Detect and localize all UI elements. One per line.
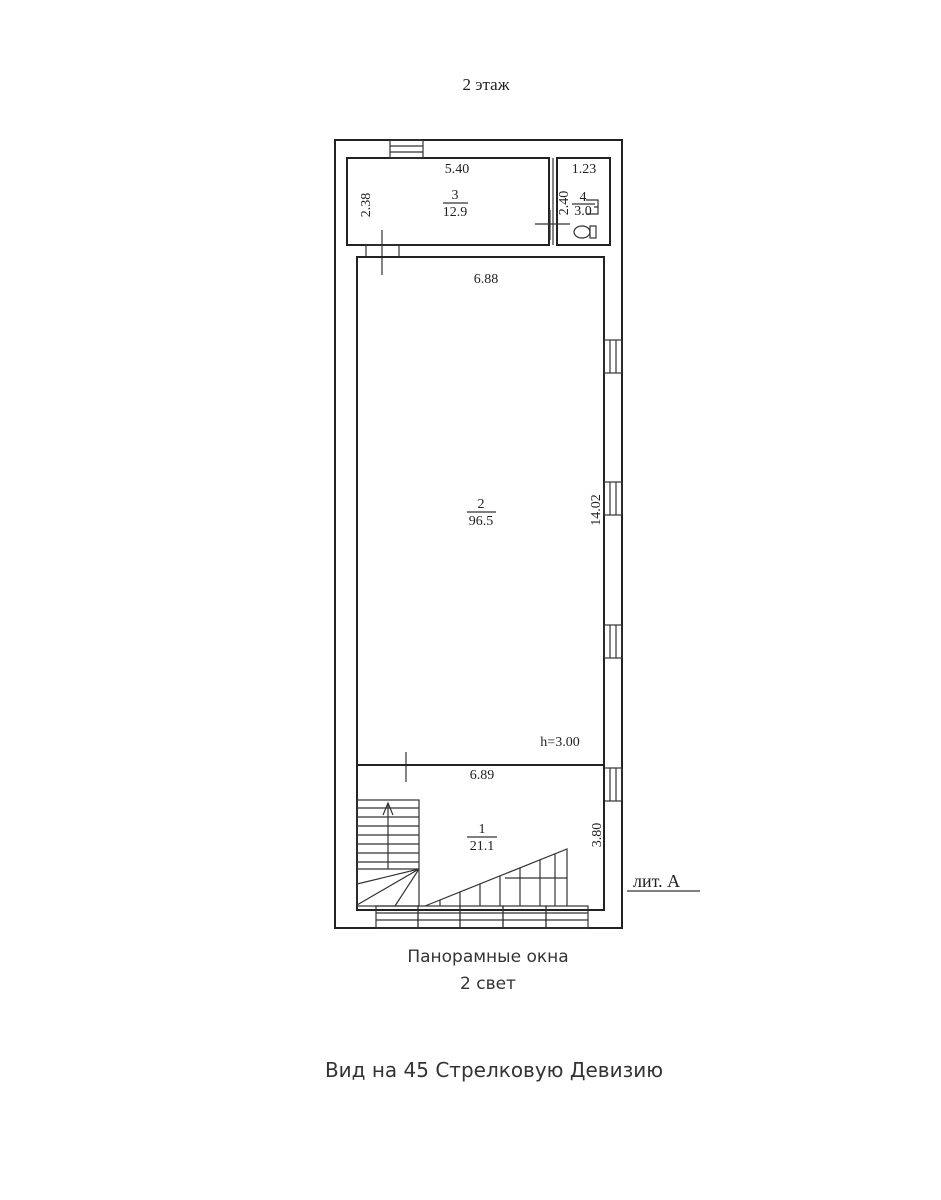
room-3-number: 3 — [452, 188, 459, 203]
room-3-area: 12.9 — [443, 205, 468, 220]
side-windows — [603, 339, 623, 802]
room-4-number: 4 — [580, 190, 587, 205]
dim-room2-width: 6.88 — [474, 272, 499, 287]
dim-room3-height: 2.38 — [359, 193, 374, 218]
dim-room4-height: 2.40 — [557, 191, 572, 216]
windows-caption-line1: Панорамные окна — [407, 947, 568, 967]
dim-room4-width: 1.23 — [572, 162, 597, 177]
window — [389, 139, 424, 159]
room-1-number: 1 — [479, 822, 486, 837]
sink-icon — [586, 199, 599, 215]
floor-title: 2 этаж — [463, 75, 510, 94]
dim-room3-width: 5.40 — [445, 162, 470, 177]
outer-wall — [334, 139, 623, 929]
room-3-outline — [346, 157, 550, 246]
view-caption: Вид на 45 Стрелковую Девизию — [325, 1058, 663, 1082]
room-4-outline — [556, 157, 611, 246]
room-2-area: 96.5 — [469, 514, 494, 529]
room-4-area: 3.0 — [574, 204, 592, 219]
bottom-windows — [375, 905, 589, 929]
room-2-number: 2 — [478, 497, 485, 512]
dim-room1-width: 6.89 — [470, 768, 495, 783]
windows-caption-line2: 2 свет — [460, 974, 516, 994]
toilet-icon — [573, 225, 591, 239]
building-label: лит. А — [633, 871, 680, 891]
staircase — [356, 799, 568, 907]
room-1-area: 21.1 — [470, 839, 495, 854]
dim-room2-length: 14.02 — [589, 494, 604, 526]
dim-room1-length: 3.80 — [590, 823, 605, 848]
dim-ceiling-height: h=3.00 — [540, 735, 579, 750]
